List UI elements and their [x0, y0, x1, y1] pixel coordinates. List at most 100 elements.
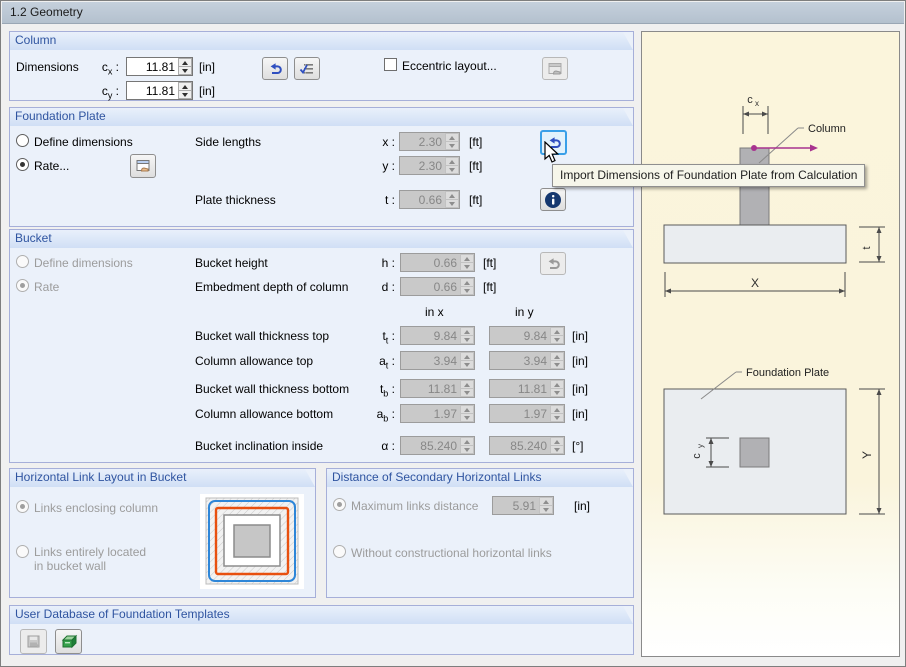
- import-arrow-icon: [270, 62, 282, 74]
- column-allowance-top-x-field: 3.94: [400, 351, 475, 370]
- down-arrow-icon: [554, 362, 560, 367]
- group-user-database: User Database of Foundation Templates: [9, 605, 634, 655]
- spinner-buttons: [550, 327, 564, 344]
- plate-side-shape: [663, 224, 847, 264]
- spin-up-button: [445, 157, 459, 165]
- down-arrow-icon: [449, 167, 455, 172]
- import-arrow-icon: [548, 257, 560, 269]
- cy-dimension-field[interactable]: 11.81: [126, 81, 193, 100]
- cy-symbol: cy :: [101, 84, 119, 101]
- column-allowance-bottom-y-field: 1.97: [489, 404, 565, 423]
- down-arrow-icon: [543, 507, 549, 512]
- group-bucket: Bucket Define dimensions Bucket height h…: [9, 229, 634, 463]
- spin-down-button[interactable]: [178, 66, 192, 75]
- cy-unit: [in]: [199, 84, 216, 98]
- links-enclosing-column-radio: [16, 500, 29, 513]
- spinner-buttons: [460, 437, 474, 454]
- down-arrow-icon: [554, 337, 560, 342]
- spinner-buttons: [539, 497, 553, 514]
- rate-label: Rate...: [34, 159, 70, 173]
- spin-up-button: [460, 405, 474, 413]
- t-symbol: t :: [384, 193, 395, 207]
- bucket-wall-thickness-top-y-field: 9.84: [489, 326, 565, 345]
- import-column-dimensions-button[interactable]: [262, 57, 288, 80]
- col-header-in-y: in y: [515, 305, 534, 319]
- spin-up-button[interactable]: [178, 58, 192, 66]
- field-value: 85.240: [510, 439, 547, 453]
- side-lengths-label: Side lengths: [195, 135, 262, 149]
- group-column: Column Dimensions cx : 11.81 [in] cy : 1…: [9, 31, 634, 101]
- group-bucket-header: Bucket: [10, 230, 633, 248]
- cx-dim-label: c: [747, 94, 753, 106]
- cx-unit: [in]: [199, 60, 216, 74]
- up-arrow-icon: [554, 354, 560, 359]
- links-in-bucket-wall-label-line1: Links entirely located: [34, 545, 147, 559]
- spin-down-button: [550, 388, 564, 397]
- spinner-buttons: [550, 405, 564, 422]
- spin-up-button[interactable]: [178, 82, 192, 90]
- spin-down-button: [445, 165, 459, 174]
- open-template-database-button[interactable]: [55, 629, 82, 654]
- row-symbol: tb :: [379, 382, 395, 399]
- field-value: 0.66: [433, 280, 457, 294]
- maximum-links-distance-radio: [333, 498, 346, 511]
- rate-radio[interactable]: [16, 158, 29, 171]
- field-value: 1.97: [433, 407, 457, 421]
- down-arrow-icon: [554, 447, 560, 452]
- cx-dim-sub: x: [755, 99, 759, 108]
- info-button[interactable]: [540, 188, 566, 211]
- field-value: 11.81: [427, 382, 457, 396]
- group-foundation-plate: Foundation Plate Define dimensions Rate.…: [9, 107, 634, 227]
- bucket-define-dimensions-radio: [16, 255, 29, 268]
- side-length-x-field: 2.30: [399, 132, 460, 151]
- group-user-database-header: User Database of Foundation Templates: [10, 606, 633, 624]
- up-arrow-icon: [554, 439, 560, 444]
- field-value: 85.240: [420, 439, 457, 453]
- rate-settings-button[interactable]: [130, 154, 156, 178]
- spin-up-button: [460, 380, 474, 388]
- geometry-diagram: c x Column t X: [663, 94, 885, 515]
- spin-up-button: [460, 352, 474, 360]
- field-value: 0.66: [433, 256, 457, 270]
- d-unit: [ft]: [483, 280, 497, 294]
- spin-down-button: [445, 141, 459, 150]
- info-icon: [545, 191, 561, 208]
- import-arrow-icon: [549, 136, 561, 148]
- x-symbol: x :: [382, 135, 395, 149]
- check-list-button[interactable]: [294, 57, 320, 80]
- bucket-wall-thickness-top-x-field: 9.84: [400, 326, 475, 345]
- spin-up-button: [550, 352, 564, 360]
- cx-dimension-field[interactable]: 11.81: [126, 57, 193, 76]
- group-column-header: Column: [10, 32, 633, 50]
- x-unit: [ft]: [469, 135, 483, 149]
- spin-down-button: [460, 335, 474, 344]
- spin-down-button[interactable]: [178, 90, 192, 99]
- field-value: 3.94: [433, 354, 457, 368]
- field-value: 0.66: [418, 193, 442, 207]
- d-symbol: d :: [381, 280, 395, 294]
- up-arrow-icon: [464, 354, 470, 359]
- spinner-buttons: [550, 352, 564, 369]
- bucket-height-field: 0.66: [400, 253, 475, 272]
- col-header-in-x: in x: [425, 305, 444, 319]
- up-arrow-icon: [464, 280, 470, 285]
- field-value: 2.30: [418, 135, 442, 149]
- row-label: Bucket wall thickness top: [195, 329, 330, 343]
- bucket-inclination-x-field: 85.240: [400, 436, 475, 455]
- spinner-buttons[interactable]: [178, 82, 192, 99]
- mouse-cursor: [544, 141, 560, 163]
- spin-down-button: [550, 413, 564, 422]
- row-symbol: α :: [381, 439, 395, 453]
- spinner-buttons[interactable]: [178, 58, 192, 75]
- spinner-buttons: [460, 327, 474, 344]
- row-symbol: tt :: [382, 329, 395, 346]
- eccentric-layout-checkbox[interactable]: [384, 58, 397, 71]
- column-allowance-bottom-x-field: 1.97: [400, 404, 475, 423]
- t-dim-label: t: [861, 246, 873, 249]
- group-bucket-title: Bucket: [15, 231, 52, 245]
- spin-up-button: [550, 327, 564, 335]
- spin-down-button: [550, 445, 564, 454]
- field-value: 11.81: [145, 60, 175, 74]
- field-value: 1.97: [523, 407, 547, 421]
- define-dimensions-radio[interactable]: [16, 134, 29, 147]
